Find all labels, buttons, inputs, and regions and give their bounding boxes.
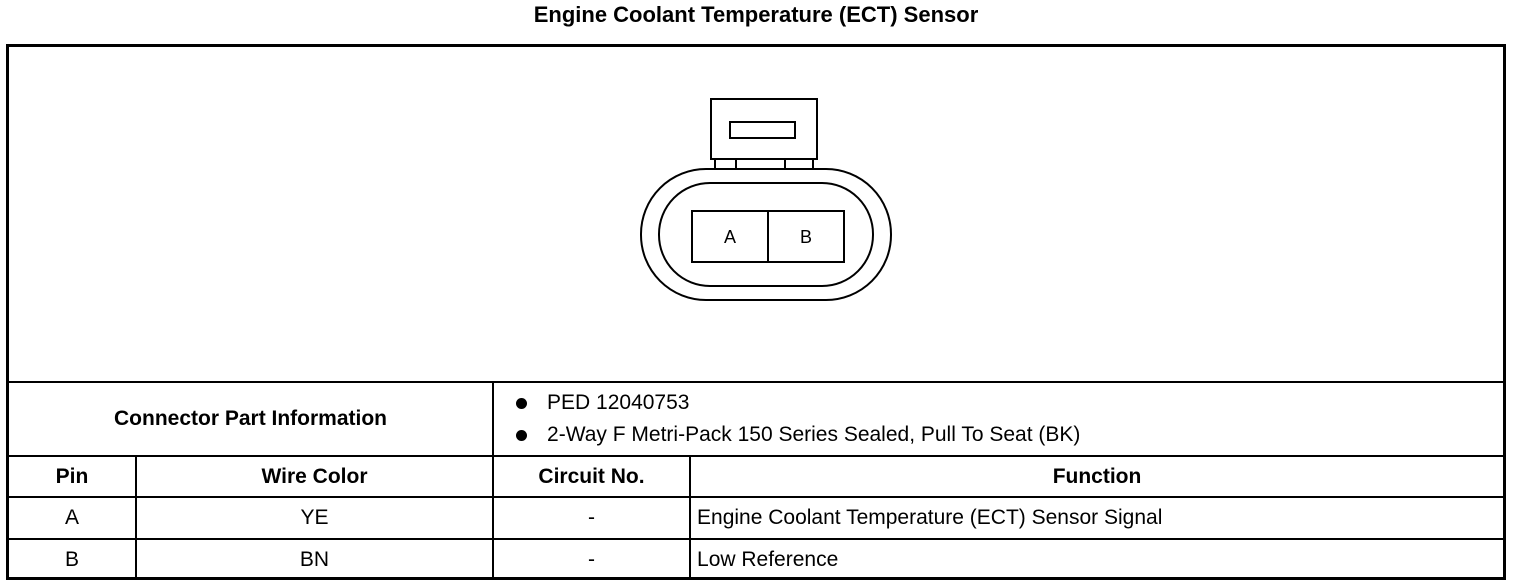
pin-cell: A (9, 496, 137, 540)
bullet-icon (516, 397, 528, 409)
wire-color-cell: BN (134, 538, 495, 580)
part-info-item: PED 12040753 (547, 391, 690, 414)
table-row: A YE - Engine Coolant Temperature (ECT) … (9, 496, 1504, 540)
pin-label-a: A (724, 227, 736, 247)
function-cell: Low Reference (689, 538, 1504, 580)
list-item: PED 12040753 (516, 387, 1503, 419)
circuit-no-cell: - (492, 538, 692, 580)
column-header-function: Function (689, 455, 1504, 498)
page-title: Engine Coolant Temperature (ECT) Sensor (533, 2, 979, 27)
column-header-wire-color: Wire Color (134, 455, 495, 498)
part-info-list: PED 12040753 2-Way F Metri-Pack 150 Seri… (492, 381, 1504, 457)
wire-color-cell: YE (134, 496, 495, 540)
circuit-no-cell: - (492, 496, 692, 540)
table-row: B BN - Low Reference (9, 538, 1504, 580)
connector-diagram: A B (9, 47, 1503, 381)
pin-cavity-b (767, 210, 845, 263)
tab-slot (729, 121, 796, 139)
pin-cell: B (9, 538, 137, 580)
function-cell: Engine Coolant Temperature (ECT) Sensor … (689, 496, 1504, 540)
connector-face-drawing: A B (640, 98, 892, 301)
part-info-row: Connector Part Information PED 12040753 … (9, 381, 1504, 457)
part-info-item: 2-Way F Metri-Pack 150 Series Sealed, Pu… (547, 423, 1081, 446)
header-row: Pin Wire Color Circuit No. Function (9, 455, 1504, 498)
list-item: 2-Way F Metri-Pack 150 Series Sealed, Pu… (516, 419, 1503, 451)
column-header-circuit-no: Circuit No. (492, 455, 692, 498)
bullet-icon (516, 429, 528, 441)
connector-info-table: Connector Part Information PED 12040753 … (9, 381, 1504, 580)
part-info-label: Connector Part Information (9, 381, 495, 457)
connector-frame: A B Connector Part Information PED 12040… (6, 44, 1506, 580)
pin-cavity-a (691, 210, 769, 263)
column-header-pin: Pin (9, 455, 137, 498)
pin-label-b: B (800, 227, 812, 247)
